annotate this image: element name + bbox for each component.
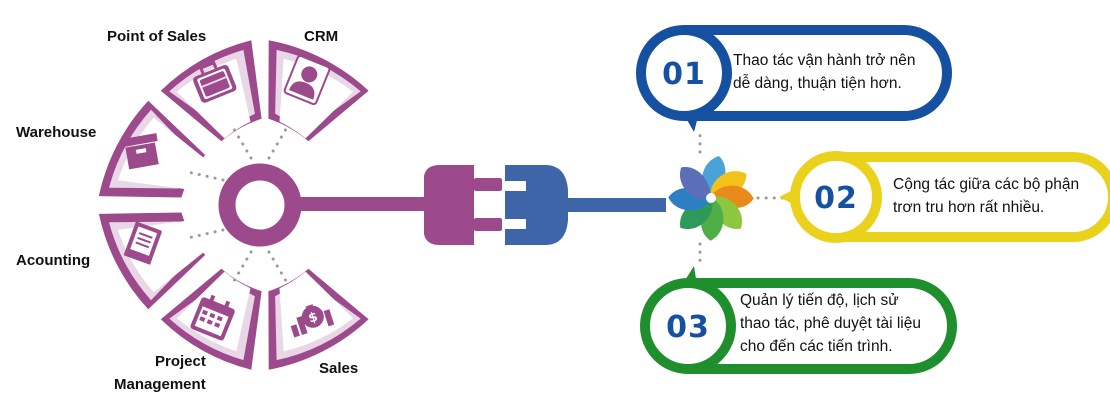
svg-text:$: $	[307, 310, 320, 327]
label-point-of-sales: Point of Sales	[107, 28, 206, 45]
flower-logo-icon	[667, 154, 755, 242]
calendar-icon	[190, 294, 235, 341]
hub-center-ring	[218, 163, 302, 247]
card-03: 03	[640, 266, 957, 374]
ledger-book-icon	[123, 221, 162, 265]
hub-spokes	[186, 122, 291, 288]
power-socket-icon	[504, 165, 666, 245]
card-03-line-3: cho đến các tiến trình.	[740, 338, 893, 355]
card-02-text: Cộng tác giữa các bộ phận trơn tru hơn r…	[893, 173, 1079, 219]
card-03-number: 03	[666, 310, 710, 345]
card-02: 02	[779, 151, 1110, 243]
card-02-line-2: trơn tru hơn rất nhiều.	[893, 199, 1045, 216]
card-03-line-2: thao tác, phê duyệt tài liệu	[740, 315, 921, 332]
label-warehouse: Warehouse	[16, 124, 96, 141]
card-03-line-1: Quản lý tiến độ, lịch sử	[740, 292, 899, 309]
card-02-line-1: Cộng tác giữa các bộ phận	[893, 176, 1080, 193]
label-project-management-line1: Project	[155, 353, 206, 370]
label-project-management-line2: Management	[114, 376, 206, 393]
label-sales: Sales	[319, 360, 358, 377]
power-plug-icon	[292, 165, 502, 245]
label-accounting: Acounting	[16, 252, 90, 269]
card-03-text: Quản lý tiến độ, lịch sử thao tác, phê d…	[740, 289, 921, 358]
card-02-number: 02	[814, 181, 858, 216]
card-01-line-2: dễ dàng, thuận tiện hơn.	[733, 75, 902, 92]
money-bag-chart-icon: $	[290, 304, 335, 338]
card-01-number: 01	[662, 57, 706, 92]
card-01-line-1: Thao tác vận hành trở nên	[733, 52, 916, 69]
label-crm: CRM	[304, 28, 338, 45]
archive-box-icon	[120, 133, 159, 170]
user-icon	[283, 54, 331, 106]
card-01-text: Thao tác vận hành trở nên dễ dàng, thuận…	[733, 49, 916, 95]
briefcase-icon	[193, 60, 237, 103]
card-01: 01	[636, 25, 952, 132]
